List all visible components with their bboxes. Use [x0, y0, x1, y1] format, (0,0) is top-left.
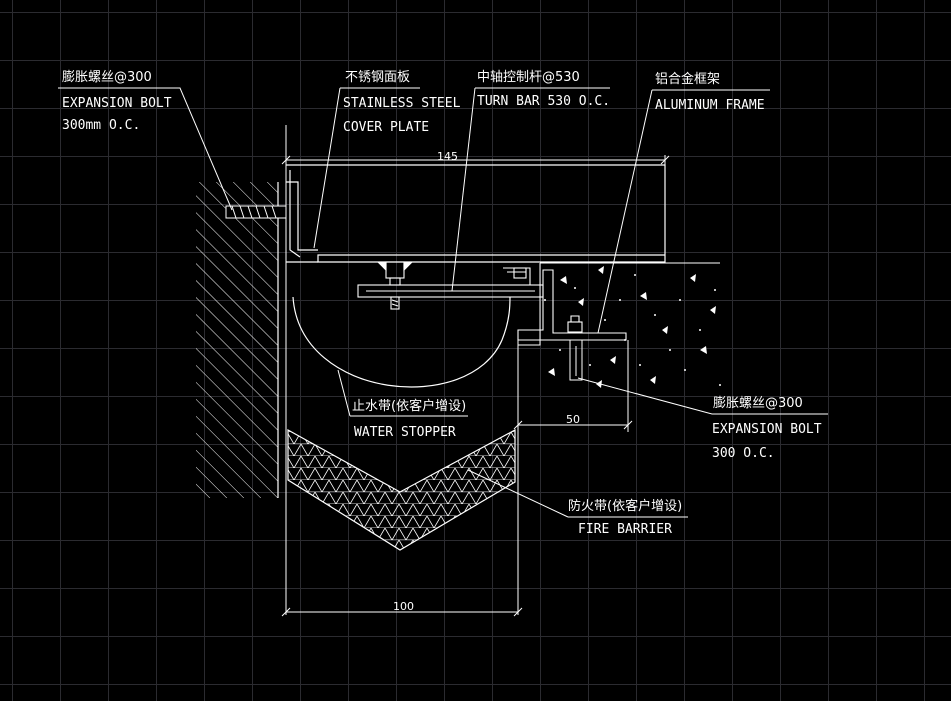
bolt-left-label-en-2: 300mm O.C.	[62, 118, 141, 133]
turn-bar-label-cn: 中轴控制杆@530	[477, 70, 580, 85]
dimension-bottom	[281, 607, 523, 617]
bolt-right-label-en-1: EXPANSION BOLT	[712, 422, 822, 437]
water-stopper-curve	[292, 296, 511, 388]
dimension-top	[281, 155, 670, 168]
cover-plate-label-en-2: COVER PLATE	[343, 120, 430, 135]
water-stopper-label-cn: 止水带(依客户增设)	[352, 399, 467, 414]
fire-barrier-label-cn: 防火带(依客户增设)	[568, 499, 683, 514]
cover-plate-label-cn: 不锈钢面板	[345, 70, 411, 85]
turn-bar	[357, 261, 544, 310]
stainless-steel-cover-plate	[286, 164, 666, 263]
concrete-slab	[518, 262, 721, 388]
left-expansion-bolt	[225, 205, 287, 219]
aluminum-frame-label-en: ALUMINUM FRAME	[655, 98, 765, 113]
left-angle-bracket	[286, 181, 318, 251]
bolt-right-label-cn: 膨胀螺丝@300	[713, 396, 803, 411]
water-stopper-label-en: WATER STOPPER	[354, 425, 456, 440]
dimension-right-value: 50	[566, 413, 580, 426]
aluminum-frame-label-cn: 铝合金框架	[655, 72, 721, 87]
right-expansion-bolt	[569, 339, 583, 381]
leader-lines	[58, 87, 828, 518]
dimension-bottom-value: 100	[393, 600, 414, 613]
dimension-top-value: 145	[437, 150, 458, 163]
cover-plate-label-en-1: STAINLESS STEEL	[343, 96, 461, 111]
dimension-right	[513, 340, 633, 432]
left-wall-hatch	[196, 182, 278, 498]
fire-barrier	[287, 428, 516, 551]
bolt-right-label-en-2: 300 O.C.	[712, 446, 775, 461]
bolt-left-label-en-1: EXPANSION BOLT	[62, 96, 172, 111]
aluminum-frame	[503, 267, 627, 341]
bolt-left-label-cn: 膨胀螺丝@300	[62, 70, 152, 85]
turn-bar-label-en: TURN BAR 530 O.C.	[477, 94, 611, 109]
fire-barrier-label-en: FIRE BARRIER	[578, 522, 672, 537]
